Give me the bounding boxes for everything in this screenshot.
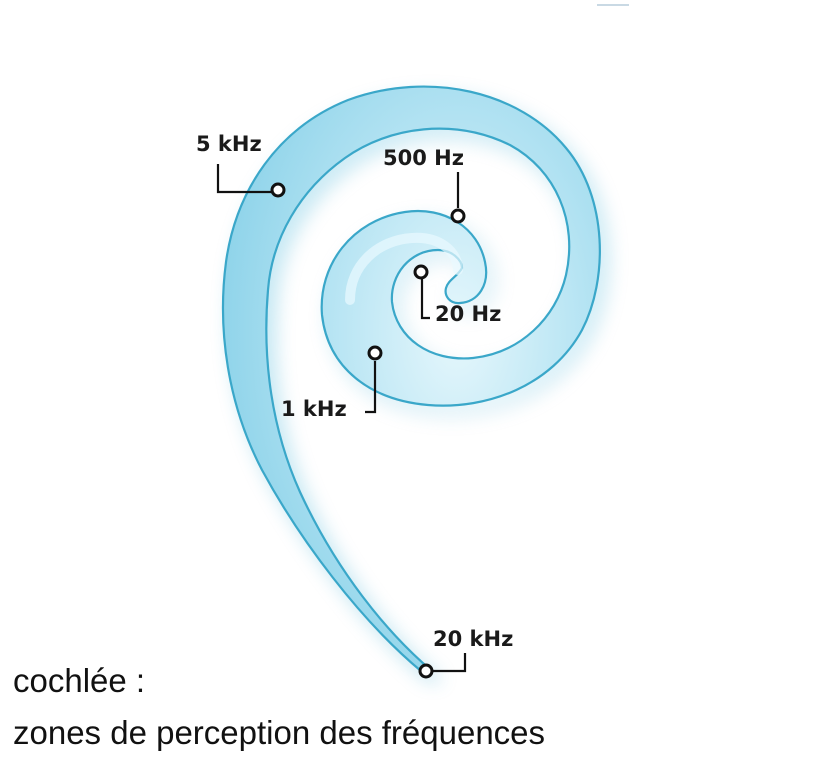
marker-20hz: 20 Hz xyxy=(413,264,501,326)
top-divider-dash xyxy=(597,4,629,6)
marker-20khz: 20 kHz xyxy=(418,627,513,679)
cochlea-highlight xyxy=(345,232,463,305)
label-500hz: 500 Hz xyxy=(383,146,464,170)
label-5khz: 5 kHz xyxy=(196,132,262,156)
label-20hz: 20 Hz xyxy=(435,302,501,326)
marker-1khz: 1 kHz xyxy=(281,345,383,421)
caption-title: cochlée : xyxy=(13,662,146,699)
label-1khz: 1 kHz xyxy=(281,397,347,421)
caption-subtitle: zones de perception des fréquences xyxy=(13,714,546,751)
marker-5khz: 5 kHz xyxy=(196,132,286,198)
marker-500hz: 500 Hz xyxy=(383,146,466,224)
cochlea-spiral-shape xyxy=(221,85,601,673)
label-20khz: 20 kHz xyxy=(433,627,513,651)
